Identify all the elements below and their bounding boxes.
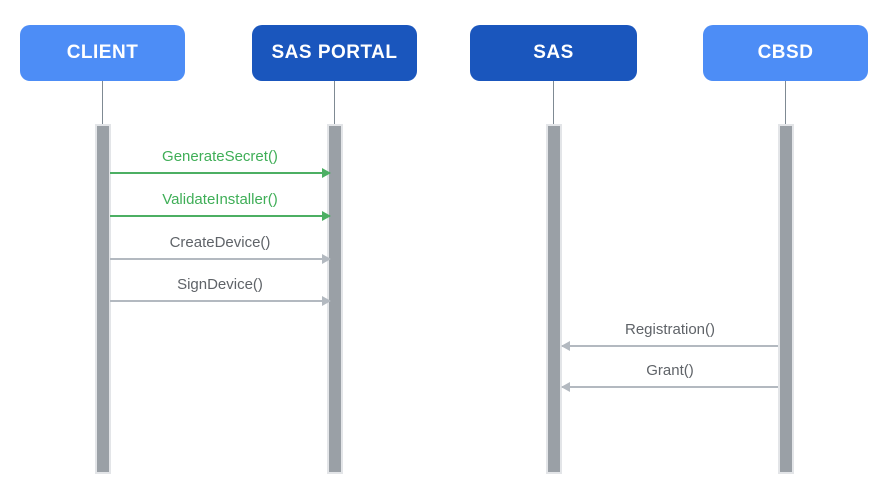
activation-bar-sas: [546, 124, 562, 474]
message-label-registration: Registration(): [624, 321, 716, 338]
activation-bar-cbsd: [778, 124, 794, 474]
message-line-create-device: [110, 258, 330, 260]
message-line-grant: [562, 386, 778, 388]
lifeline-client: [102, 81, 103, 124]
message-label-sign-device: SignDevice(): [177, 276, 263, 293]
participant-label-cbsd: CBSD: [757, 42, 814, 63]
activation-bar-client: [95, 124, 111, 474]
arrow-head-right-icon: [322, 296, 331, 306]
participant-sas-portal[interactable]: SAS PORTAL: [252, 25, 417, 81]
lifeline-sas-portal: [334, 81, 335, 124]
message-line-generate-secret: [110, 172, 330, 174]
lifeline-sas: [553, 81, 554, 124]
lifeline-cbsd: [785, 81, 786, 124]
participant-label-sas-portal: SAS PORTAL: [271, 42, 398, 63]
arrow-head-right-icon: [322, 211, 331, 221]
participant-sas[interactable]: SAS: [470, 25, 637, 81]
arrow-head-right-icon: [322, 168, 331, 178]
participant-label-sas: SAS: [533, 42, 574, 63]
arrow-head-right-icon: [322, 254, 331, 264]
message-line-sign-device: [110, 300, 330, 302]
arrow-head-left-icon: [561, 382, 570, 392]
message-line-validate-installer: [110, 215, 330, 217]
message-line-registration: [562, 345, 778, 347]
participant-cbsd[interactable]: CBSD: [703, 25, 868, 81]
participant-label-client: CLIENT: [66, 42, 139, 63]
message-label-generate-secret: GenerateSecret(): [162, 148, 278, 165]
message-label-validate-installer: ValidateInstaller(): [162, 191, 278, 208]
arrow-head-left-icon: [561, 341, 570, 351]
message-label-create-device: CreateDevice(): [169, 234, 271, 251]
message-label-grant: Grant(): [646, 362, 694, 379]
participant-client[interactable]: CLIENT: [20, 25, 185, 81]
